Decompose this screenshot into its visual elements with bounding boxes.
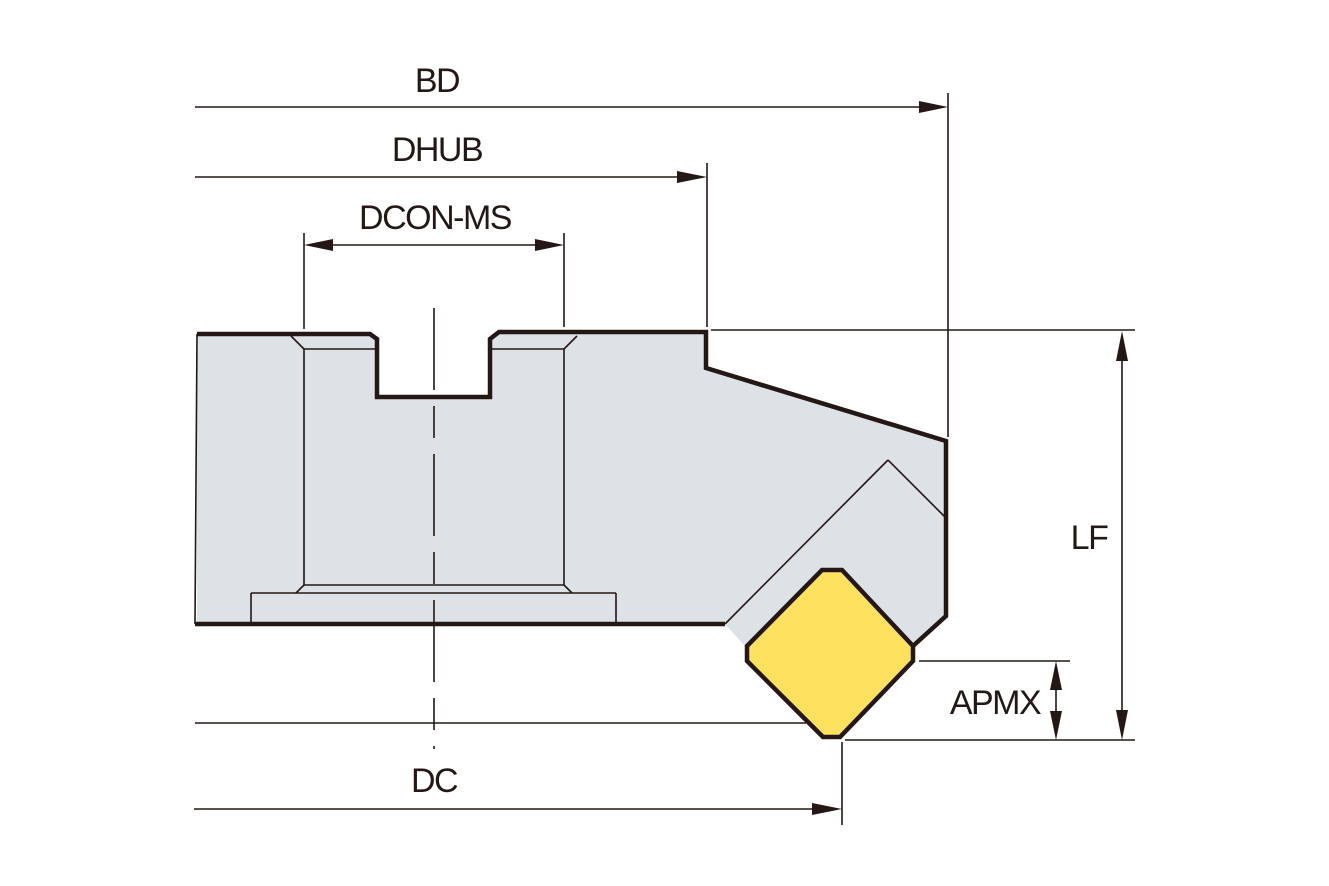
apmx-dimension [919, 660, 1070, 740]
lf-dimension [711, 329, 1135, 741]
bd-label: BD [415, 62, 459, 100]
cutter-body-left-edge [194, 333, 198, 625]
internal-detail-lines [250, 335, 947, 625]
cutter-body-outline [197, 329, 949, 648]
lf-label: LF [1071, 519, 1108, 557]
dcon-ms-dimension [303, 233, 565, 329]
dhub-label: DHUB [392, 131, 482, 169]
cutting-insert [744, 567, 916, 740]
dhub-dimension [195, 163, 708, 327]
bd-dimension [195, 93, 949, 437]
dcon-ms-label: DCON-MS [359, 199, 512, 237]
dc-dimension [194, 722, 843, 825]
apmx-label: APMX [950, 684, 1041, 722]
cutter-body [197, 332, 946, 646]
dc-label: DC [411, 762, 458, 800]
